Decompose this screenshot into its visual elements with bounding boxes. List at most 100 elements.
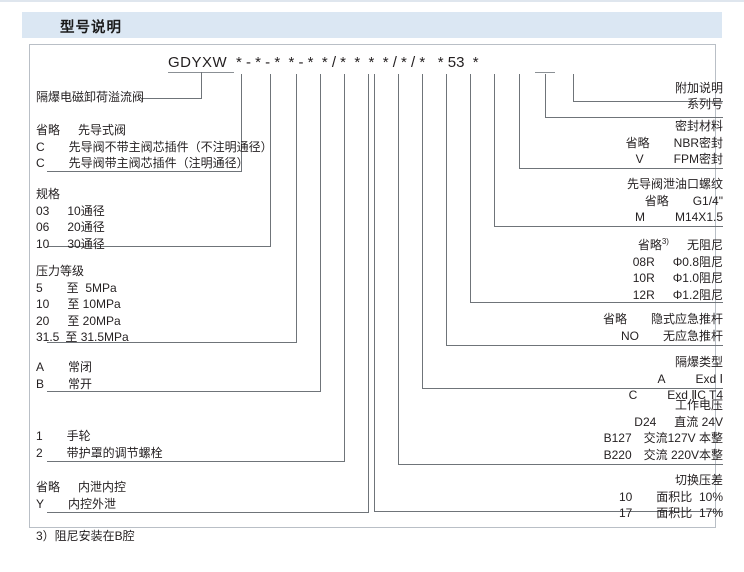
leader-h-spec	[47, 246, 271, 247]
left-line-text: 31.5 至 31.5MPa	[36, 330, 129, 344]
left-line-text: B 常开	[36, 376, 93, 391]
leader-h-thread	[494, 226, 723, 227]
left-line-text: 20 至 20MPa	[36, 313, 121, 328]
left-group-normal-state: A 常闭 B 常开	[36, 359, 92, 392]
left-group-specification: 规格 03 10通径 06 20通径 10 30通径	[36, 186, 105, 252]
leader-v-voltage	[398, 74, 399, 464]
left-line-text: 省略 内泄内控	[36, 480, 127, 494]
right-line-text: 先导阀泄油口螺纹	[626, 177, 723, 191]
footnote-text: 3）阻尼安装在B腔	[36, 529, 135, 543]
right-group-pilot-drain-thread: 先导阀泄油口螺纹 省略 G1/4" M M14X1.5	[423, 176, 723, 226]
right-line-text: 省略 隐式应急推杆	[602, 312, 723, 326]
right-line-text: 隔爆类型	[674, 355, 723, 369]
leader-h-switchdiff	[374, 511, 723, 512]
leader-v-spec	[270, 74, 271, 246]
right-line-text: 切换压差	[674, 473, 723, 487]
leader-v-thread	[494, 74, 495, 226]
left-group-pilot-valve-type: 省略 先导式阀 C 先导阀不带主阀芯插件（不注明通径） C 先导阀带主阀芯插件（…	[36, 122, 273, 172]
leader-h-addnote	[573, 101, 723, 102]
footnote-marker: 3)	[661, 237, 669, 246]
left-group-product-name: 隔爆电磁卸荷溢流阀	[36, 89, 144, 106]
leader-v-addnote	[573, 74, 574, 101]
left-line-text: C 先导阀不带主阀芯插件（不注明通径）	[36, 139, 273, 154]
left-line-text: 省略 先导式阀	[36, 123, 127, 137]
leader-v-pressure	[296, 74, 297, 342]
right-line-text: 10R Φ1.0阻尼	[632, 271, 723, 285]
left-group-adjustment-type: 1 手轮 2 带护罩的调节螺栓	[36, 428, 163, 461]
leader-h-product	[141, 98, 202, 99]
leader-h-voltage	[398, 464, 723, 465]
leader-v-switchdiff	[374, 74, 375, 511]
left-line-text: 规格	[36, 187, 61, 201]
left-line-text: C 先导阀带主阀芯插件（注明通径）	[36, 156, 249, 170]
right-line-text: 17 面积比 17%	[618, 506, 723, 520]
leader-v-series	[545, 74, 546, 117]
right-line-text: 工作电压	[674, 398, 723, 412]
right-group-additional-note: 附加说明	[423, 80, 723, 97]
leader-h-pushrod	[446, 345, 723, 346]
leader-h-pilot	[47, 171, 242, 172]
leader-h-exproof	[422, 388, 723, 389]
right-group-damping-orifice: 省略3) 无阻尼 08R Φ0.8阻尼 10R Φ1.0阻尼 12R Φ1.2阻…	[423, 234, 723, 303]
leader-h-drain	[47, 512, 369, 513]
right-line-text: 12R Φ1.2阻尼	[632, 287, 723, 302]
left-line-text: 06 20通径	[36, 220, 105, 234]
leader-v-normal	[320, 74, 321, 391]
leader-h-seal	[519, 168, 723, 169]
right-line-text: 密封材料	[674, 119, 723, 133]
right-line-text: NO 无应急推杆	[620, 328, 723, 343]
left-line-text: 压力等级	[36, 264, 85, 278]
left-line-text: 隔爆电磁卸荷溢流阀	[36, 90, 145, 104]
right-group-series-number: 系列号	[423, 96, 723, 113]
section-title-bar: 型号说明	[22, 12, 722, 38]
left-line-text: A 常闭	[36, 360, 93, 374]
right-line-text: 10 面积比 10%	[618, 489, 723, 504]
left-line-text: 1 手轮	[36, 429, 91, 443]
right-line-text: B220 交流 220V本整	[603, 447, 723, 462]
right-line-text: D24 直流 24V	[634, 414, 723, 429]
model-code-sequence: * - * - * * - * * / * * * * / * / * * 53…	[236, 54, 479, 71]
left-line-text: 2 带护罩的调节螺栓	[36, 445, 163, 460]
damping-omit-label: 省略	[637, 238, 662, 252]
leader-h-pressure	[47, 342, 297, 343]
right-group-seal-material: 密封材料 省略 NBR密封 V FPM密封	[423, 118, 723, 168]
top-divider	[0, 0, 744, 2]
right-group-explosion-proof-type: 隔爆类型 A Exd Ⅰ C Exd ⅡC T4	[423, 354, 723, 404]
leader-v-damping	[470, 74, 471, 302]
right-line-text: M M14X1.5	[634, 210, 723, 224]
right-line-text: 省略3) 无阻尼	[423, 234, 723, 254]
left-group-pressure-rating: 压力等级 5 至 5MPa 10 至 10MPa 20 至 20MPa 31.5…	[36, 263, 129, 346]
leader-v-product	[201, 72, 202, 98]
right-line-text: A Exd Ⅰ	[657, 371, 723, 386]
left-line-text: 10 至 10MPa	[36, 297, 121, 311]
leader-h-series	[545, 117, 723, 118]
left-line-text: Y 内控外泄	[36, 496, 117, 511]
leader-v-pilot	[241, 74, 242, 171]
leader-v-seal	[519, 74, 520, 168]
right-group-working-voltage: 工作电压 D24 直流 24V B127 交流127V 本整 B220 交流 2…	[423, 397, 723, 463]
damping-omit-desc: 无阻尼	[668, 238, 723, 252]
right-line-text: 08R Φ0.8阻尼	[632, 254, 723, 269]
leader-v-adjust	[344, 74, 345, 461]
leader-v-exproof	[422, 74, 423, 388]
model-code-brand: GDYXW	[168, 54, 228, 71]
right-line-text: 系列号	[686, 97, 723, 111]
right-line-text: 省略 G1/4"	[644, 193, 723, 208]
right-line-text: B127 交流127V 本整	[603, 431, 723, 445]
page-title: 型号说明	[60, 20, 122, 36]
leader-v-pushrod	[446, 74, 447, 345]
right-line-text: 附加说明	[674, 81, 723, 95]
leader-h-adjust	[47, 461, 345, 462]
series-underline	[535, 72, 555, 73]
left-line-text: 10 30通径	[36, 236, 105, 251]
right-line-text: V FPM密封	[635, 152, 723, 166]
right-line-text: C Exd ⅡC T4	[628, 388, 723, 402]
right-group-switching-pressure-differential: 切换压差 10 面积比 10% 17 面积比 17%	[423, 472, 723, 522]
leader-h-damping	[470, 302, 723, 303]
left-line-text: 5 至 5MPa	[36, 280, 117, 295]
model-code-row: GDYXW * - * - * * - * * / * * * * / * / …	[0, 54, 744, 74]
left-group-drain-control: 省略 内泄内控 Y 内控外泄	[36, 479, 126, 512]
left-line-text: 03 10通径	[36, 203, 105, 218]
right-group-emergency-push-rod: 省略 隐式应急推杆 NO 无应急推杆	[423, 311, 723, 344]
